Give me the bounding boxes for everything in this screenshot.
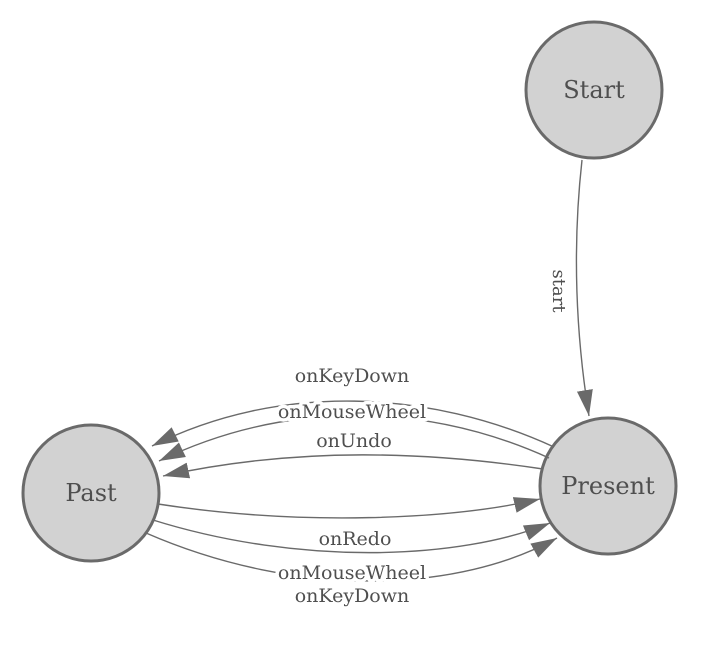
- edge-start-to-present: [575, 159, 593, 417]
- node-start-circle: [524, 20, 664, 160]
- edge-past-to-present-onkeydown: [145, 532, 558, 582]
- node-present-circle: [538, 416, 678, 556]
- edge-label-onkeydown-bottom: onKeyDown: [295, 585, 410, 607]
- node-past-label: Past: [65, 479, 117, 507]
- edge-label-onmousewheel-bottom: onMouseWheel: [278, 562, 426, 584]
- edge-label-onmousewheel-top: onMouseWheel: [278, 401, 426, 423]
- edge-past-to-present-onmousewheel: [152, 519, 551, 554]
- edge-present-to-past-onkeydown: [151, 400, 555, 448]
- edge-present-to-past-onundo: [162, 454, 544, 479]
- node-start-label: Start: [563, 76, 625, 104]
- edge-present-to-past-onmousewheel: [158, 414, 550, 462]
- node-past: Past: [21, 423, 161, 563]
- edge-past-to-present-onredo: [157, 497, 541, 519]
- edge-label-start: start: [548, 269, 569, 313]
- node-present-label: Present: [561, 472, 655, 500]
- node-present: Present: [538, 416, 678, 556]
- edge-label-onredo: onRedo: [319, 528, 392, 550]
- edge-label-onkeydown-top: onKeyDown: [295, 365, 410, 387]
- node-past-circle: [21, 423, 161, 563]
- edge-label-onundo: onUndo: [316, 430, 392, 452]
- node-start: Start: [524, 20, 664, 160]
